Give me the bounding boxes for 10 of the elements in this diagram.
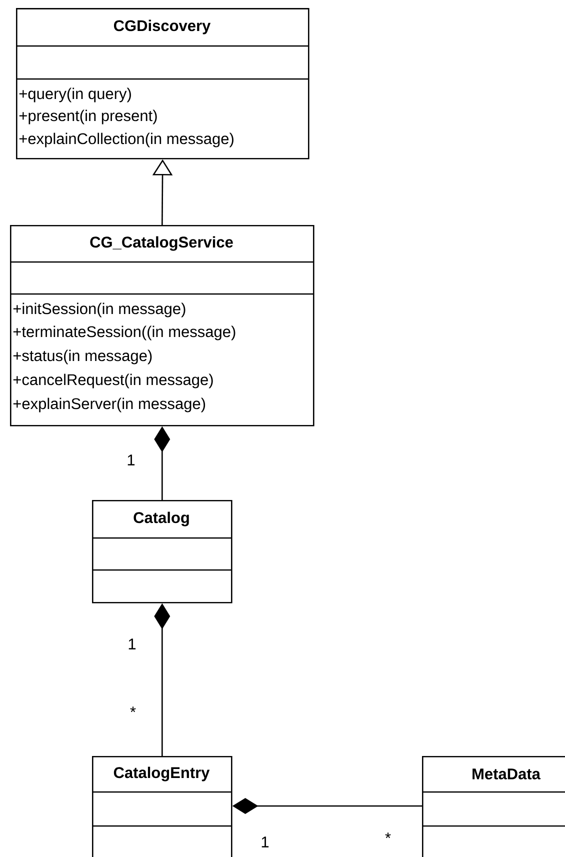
multiplicity-label: * bbox=[130, 706, 136, 712]
multiplicity-label: 1 bbox=[128, 638, 136, 650]
multiplicity-label: 1 bbox=[128, 454, 135, 466]
multiplicity-label: * bbox=[385, 832, 391, 838]
multiplicity-label: 1 bbox=[262, 836, 269, 848]
class-box: CGDiscovery +query(in query) +present(in present) +explainCollection(in message) bbox=[16, 8, 310, 160]
class-box: MetaData bbox=[422, 756, 565, 857]
class-box: CG_CatalogService +initSession(in message) +terminateSession((in message) +status(in message) +cancelRequest(in message) +explainServer(in message) bbox=[10, 225, 314, 426]
class-box: Catalog bbox=[92, 500, 232, 604]
class-box: CatalogEntry bbox=[92, 756, 232, 857]
